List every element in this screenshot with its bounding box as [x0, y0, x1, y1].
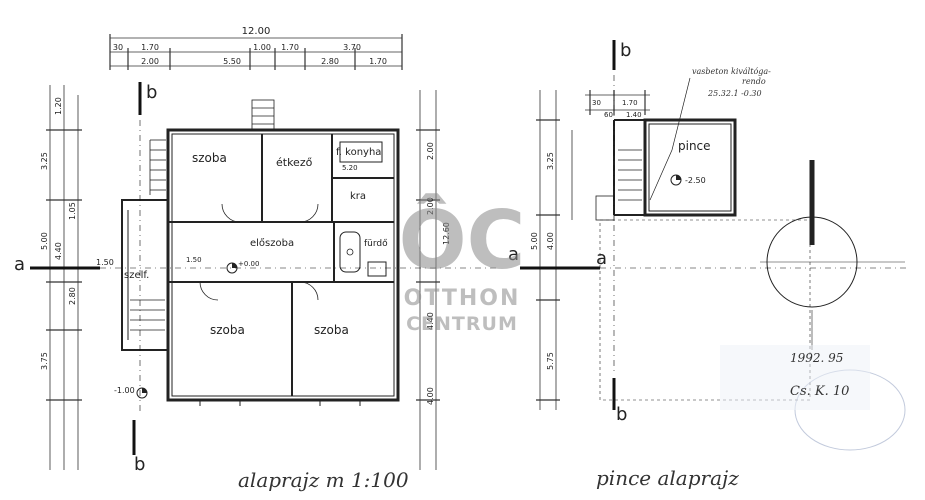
stamp-signature: Cs. K. 10 [790, 384, 849, 399]
cellar-dim-4: 1.40 [626, 111, 642, 119]
left-dim-3: 5.00 [40, 232, 49, 250]
ground-dimension-lines [46, 34, 440, 470]
note-level-minus1: -1.00 [114, 386, 135, 395]
top-dim-4: 1.70 [281, 43, 299, 52]
right-dim-2: 2.00 [426, 197, 435, 215]
note-level-0: +0.00 [238, 260, 259, 268]
top-dim-3: 1.00 [253, 43, 271, 52]
overall-width-dim: 12.00 [242, 26, 271, 37]
cellar-note-line3: 25.32.1 -0.30 [707, 89, 762, 98]
top-dim-1: 30 [113, 43, 123, 52]
stamp-date: 1992. 95 [790, 351, 843, 365]
cellar-left-dim-4: 5.75 [546, 352, 555, 370]
room-szoba-3: szoba [314, 323, 349, 337]
right-dim-1: 2.00 [426, 142, 435, 160]
cellar-section-b-top: b [620, 40, 631, 61]
room-pince: pince [678, 139, 711, 153]
cellar-note-line2: rendo [742, 77, 766, 86]
outer-wall [166, 128, 400, 402]
section-mark-a-left: a [14, 254, 25, 275]
left-dim-6: 1.05 [68, 202, 77, 220]
cellar-dimension-lines [536, 90, 650, 410]
left-dim-8: 3.75 [40, 352, 49, 370]
cellar-level: -2.50 [685, 176, 706, 185]
room-eloszoba: előszoba [250, 237, 294, 249]
watermark-logo: ÔC [399, 193, 526, 287]
section-mark-a-right: a [508, 244, 519, 265]
cellar-dim-3: 60 [604, 111, 613, 119]
section-mark-b-top: b [146, 82, 157, 103]
top-dim-2: 1.70 [141, 43, 159, 52]
room-furdo: fürdő [364, 239, 388, 249]
left-dim-2: 1.20 [54, 97, 63, 115]
cellar-left-dim-3: 4.00 [546, 232, 555, 250]
right-dim-3: 4.40 [426, 312, 435, 330]
official-stamp: 1992. 95 Cs. K. 10 [720, 345, 906, 451]
watermark-line1: OTTHON [404, 286, 521, 311]
ground-floor-plan [121, 99, 400, 406]
top-dim-6: 2.00 [141, 57, 159, 66]
left-dim-1: 3.25 [40, 152, 49, 170]
cellar-section-b-bottom: b [616, 404, 627, 425]
left-dim-7: 4.40 [54, 242, 63, 260]
cellar-wall [643, 118, 737, 217]
cellar-left-dim-1: 3.25 [546, 152, 555, 170]
top-dim-9: 1.70 [369, 57, 387, 66]
cellar-note-line1: vasbeton kiváltóga- [692, 67, 771, 76]
ground-section-lines [30, 82, 500, 455]
right-dim-4: 4.00 [426, 387, 435, 405]
room-kra: kra [350, 191, 366, 202]
room-etkezo: étkező [276, 156, 313, 169]
room-konyha: f. konyha [336, 147, 381, 158]
top-dim-5: 3.70 [343, 43, 361, 52]
watermark-line2: CENTRUM [406, 313, 518, 335]
section-mark-b-bottom: b [134, 454, 145, 475]
top-dim-8: 2.80 [321, 57, 339, 66]
ground-plan-caption: alaprajz m 1:100 [238, 468, 409, 492]
right-dim-5: 12.60 [442, 222, 451, 245]
cellar-left-dim-2: 5.00 [530, 232, 539, 250]
room-szoba-2: szoba [210, 323, 245, 337]
cellar-dim-2: 1.70 [622, 99, 638, 107]
top-dim-7: 5.50 [223, 57, 241, 66]
left-dim-4: 2.80 [68, 287, 77, 305]
cellar-dim-1: 30 [592, 99, 601, 107]
cellar-section-a: a [596, 248, 607, 269]
room-szelf: szelf. [124, 270, 149, 281]
note-1-50: 1.50 [186, 256, 202, 264]
otthon-centrum-watermark: ÔC OTTHON CENTRUM [399, 193, 526, 335]
cellar-section-lines [520, 40, 910, 410]
cellar-plan-caption: pince alaprajz [596, 466, 739, 490]
left-dim-5: 1.50 [96, 258, 114, 267]
note-5-20: 5.20 [342, 164, 358, 172]
room-szoba-1: szoba [192, 151, 227, 165]
section-symbol [760, 160, 905, 350]
